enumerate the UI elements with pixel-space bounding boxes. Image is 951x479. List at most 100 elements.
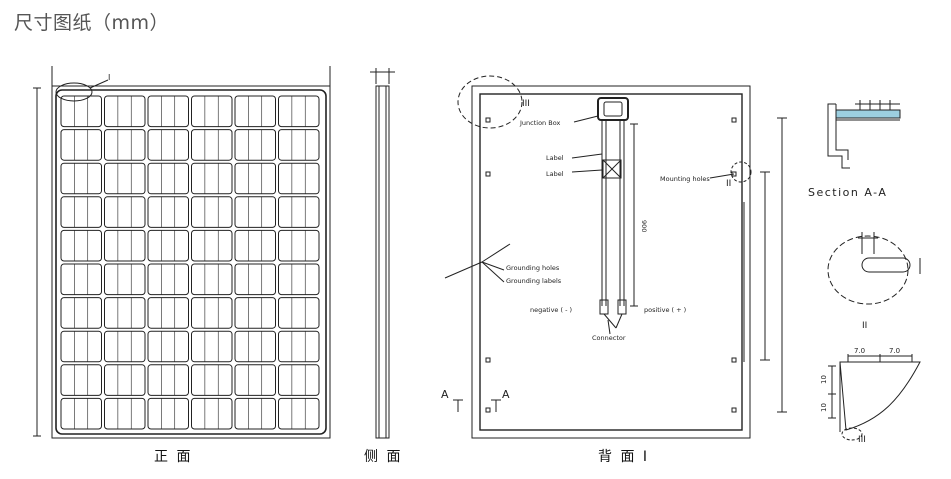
front-view: I <box>33 66 331 439</box>
solar-cell <box>278 162 320 195</box>
solar-cell <box>191 297 233 329</box>
solar-cell <box>147 196 189 228</box>
page-title: 尺寸图纸（mm） <box>14 12 170 34</box>
solar-cell <box>104 162 146 195</box>
label-2: Label <box>546 170 564 178</box>
side-view-caption: 侧 面 <box>364 449 403 465</box>
solar-cell <box>104 297 146 329</box>
label-1: Label <box>546 154 564 162</box>
solar-cell <box>191 95 233 128</box>
solar-cell <box>147 364 189 396</box>
solar-cell <box>60 364 102 396</box>
solar-cell <box>191 229 233 262</box>
solar-cell <box>278 330 320 363</box>
solar-cell <box>191 129 233 161</box>
solar-cell <box>104 229 146 262</box>
solar-cell <box>104 196 146 228</box>
solar-cell <box>104 129 146 161</box>
roman-III-back: III <box>522 99 530 109</box>
solar-cell <box>60 297 102 329</box>
solar-cell <box>104 95 146 128</box>
dim-900: 900 <box>640 220 648 232</box>
detail-III <box>828 354 921 441</box>
solar-cell <box>60 95 102 128</box>
detail-II-label: II <box>862 321 867 331</box>
solar-cell <box>191 364 233 396</box>
solar-cell <box>60 397 102 430</box>
back-detail-circle-II <box>730 161 752 183</box>
connector-label: Connector <box>592 334 626 342</box>
solar-cell <box>278 364 320 396</box>
front-frame-inner <box>55 89 327 435</box>
mounting-holes-label: Mounting holes <box>660 175 710 183</box>
solar-cell <box>60 330 102 363</box>
back-detail-circle-III <box>457 75 523 129</box>
detail-II <box>827 232 921 305</box>
junction-box <box>597 97 629 121</box>
grounding-labels-label: Grounding labels <box>506 277 562 285</box>
solar-cell <box>234 263 276 296</box>
solar-cell <box>234 95 276 128</box>
roman-II-back: II <box>726 179 731 189</box>
dim-7-0-a: 7.0 <box>854 347 865 355</box>
solar-cell <box>147 129 189 161</box>
grounding-holes-label: Grounding holes <box>506 264 560 272</box>
solar-cell <box>278 196 320 228</box>
solar-cell <box>234 162 276 195</box>
solar-cell-grid <box>60 95 320 430</box>
solar-cell <box>60 263 102 296</box>
solar-cell <box>191 397 233 430</box>
solar-cell <box>234 330 276 363</box>
solar-cell <box>234 397 276 430</box>
solar-cell <box>278 229 320 262</box>
back-view-caption: 背 面 I <box>598 449 650 465</box>
back-frame-inner <box>479 93 743 431</box>
junction-box-label: Junction Box <box>519 119 560 127</box>
solar-cell <box>147 263 189 296</box>
solar-cell <box>278 297 320 329</box>
solar-cell <box>104 263 146 296</box>
solar-cell <box>278 129 320 161</box>
label-box <box>602 159 622 179</box>
side-view <box>370 68 395 439</box>
solar-cell <box>234 364 276 396</box>
front-frame-outer <box>51 85 331 439</box>
front-view-caption: 正 面 <box>154 449 193 465</box>
solar-cell <box>191 263 233 296</box>
solar-cell <box>234 297 276 329</box>
solar-cell <box>104 397 146 430</box>
solar-cell <box>104 364 146 396</box>
back-text-labels: Junction Box Label Label Mounting holes … <box>441 99 731 401</box>
dim-10-a: 10 <box>820 375 828 384</box>
front-detail-circle <box>55 82 93 102</box>
solar-cell <box>147 330 189 363</box>
solar-cell <box>234 229 276 262</box>
negative-label: negative ( - ) <box>530 306 572 314</box>
solar-cell <box>147 95 189 128</box>
solar-cell <box>60 196 102 228</box>
solar-cell <box>278 263 320 296</box>
solar-cell <box>191 162 233 195</box>
solar-cell <box>60 129 102 161</box>
dim-7-0-b: 7.0 <box>889 347 900 355</box>
back-view <box>444 75 787 439</box>
solar-cell <box>104 330 146 363</box>
solar-cell <box>234 196 276 228</box>
solar-cell <box>278 95 320 128</box>
section-aa-detail <box>827 100 901 169</box>
back-frame-outer <box>471 85 751 439</box>
solar-cell <box>60 229 102 262</box>
solar-cell <box>147 229 189 262</box>
section-A-left: A <box>441 388 449 401</box>
section-aa-title: Section A-A <box>808 186 887 199</box>
detail-III-label: III <box>858 435 866 445</box>
svg-text:I: I <box>108 73 110 82</box>
solar-cell <box>191 330 233 363</box>
positive-label: positive ( + ) <box>644 306 686 314</box>
solar-cell <box>191 196 233 228</box>
solar-cell <box>60 162 102 195</box>
solar-cell <box>147 397 189 430</box>
section-A-right: A <box>502 388 510 401</box>
solar-cell <box>147 162 189 195</box>
